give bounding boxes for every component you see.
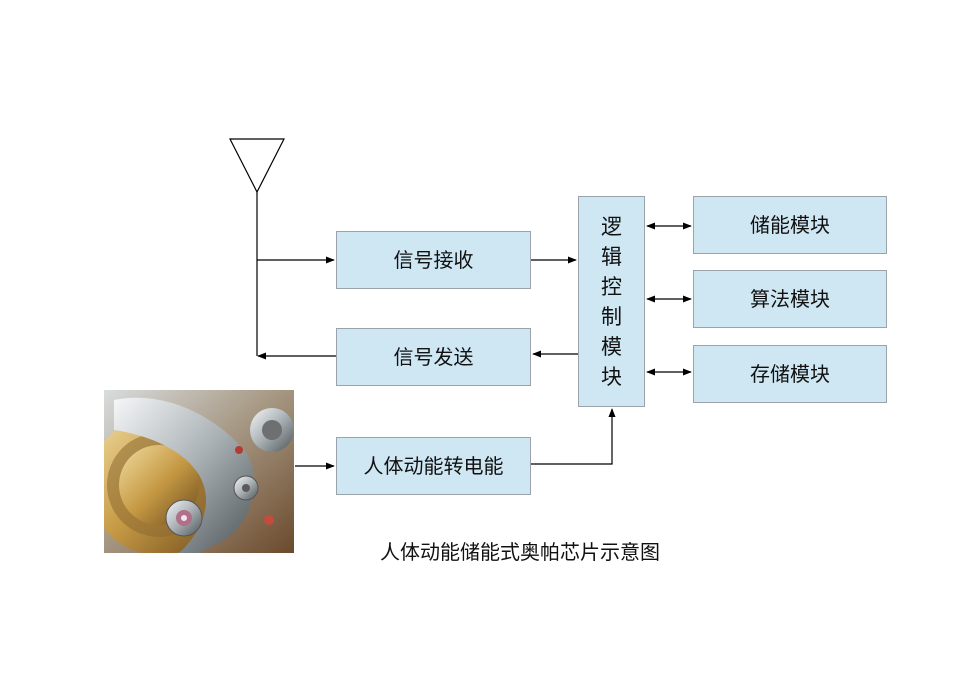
logic-control-block: 逻 辑 控 制 模 块: [578, 196, 645, 407]
algorithm-block: 算法模块: [693, 270, 887, 328]
logic-control-char: 控: [601, 274, 622, 299]
signal-receive-block: 信号接收: [336, 231, 531, 289]
arrow-kinetic-to-logic: [531, 408, 616, 465]
signal-send-block: 信号发送: [336, 328, 531, 386]
energy-storage-block: 储能模块: [693, 196, 887, 254]
logic-control-char: 辑: [601, 244, 622, 269]
logic-control-char: 逻: [601, 214, 622, 239]
signal-send-label: 信号发送: [393, 345, 474, 369]
logic-control-char: 模: [601, 334, 622, 359]
memory-storage-label: 存储模块: [750, 362, 830, 386]
signal-receive-label: 信号接收: [393, 248, 474, 272]
logic-control-char: 块: [601, 364, 622, 389]
kinetic-to-electric-block: 人体动能转电能: [336, 437, 531, 495]
memory-storage-block: 存储模块: [693, 345, 887, 403]
energy-storage-label: 储能模块: [750, 213, 830, 237]
watch-movement-gear-image: [104, 390, 294, 553]
logic-control-char: 制: [601, 304, 622, 329]
antenna-icon: [229, 138, 285, 356]
kinetic-to-electric-label: 人体动能转电能: [363, 454, 504, 478]
diagram-caption: 人体动能储能式奥帕芯片示意图: [380, 540, 660, 564]
algorithm-label: 算法模块: [750, 287, 830, 311]
